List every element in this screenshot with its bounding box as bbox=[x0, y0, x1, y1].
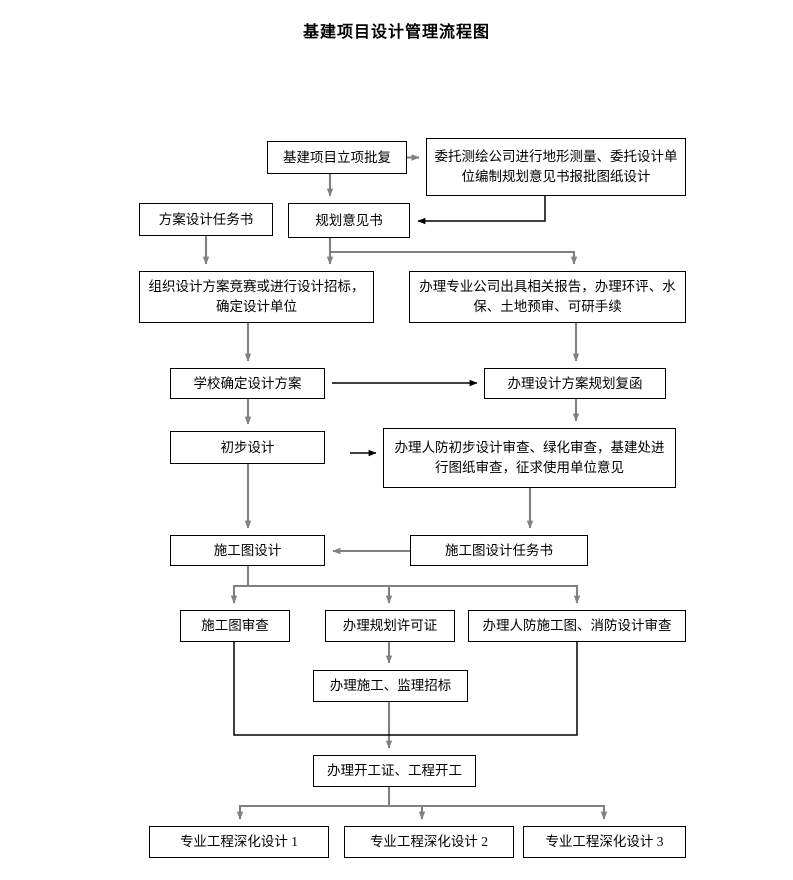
edge-n15-n17-merge bbox=[389, 642, 578, 736]
node-n14[interactable]: 办理规划许可证 bbox=[325, 610, 455, 642]
node-label: 施工图设计 bbox=[213, 542, 282, 558]
node-label: 办理专业公司出具相关报告，办理环评、水保、土地预审、可研手续 bbox=[419, 279, 676, 314]
node-label: 办理设计方案规划复函 bbox=[507, 375, 643, 391]
edge-n17-n18 bbox=[236, 787, 391, 820]
node-n15[interactable]: 办理人防施工图、消防设计审查 bbox=[468, 610, 686, 642]
node-label: 办理开工证、工程开工 bbox=[327, 763, 462, 779]
node-n1[interactable]: 基建项目立项批复 bbox=[267, 141, 407, 174]
edge-n11-n14 bbox=[248, 584, 393, 604]
node-n7[interactable]: 学校确定设计方案 bbox=[170, 368, 325, 399]
node-n18[interactable]: 专业工程深化设计 1 bbox=[149, 826, 329, 858]
edge-n17-n20 bbox=[389, 804, 608, 820]
node-label: 施工图设计任务书 bbox=[445, 542, 553, 558]
node-n9[interactable]: 初步设计 bbox=[170, 431, 325, 464]
edge-n2-n4 bbox=[417, 196, 546, 225]
node-n10[interactable]: 办理人防初步设计审查、绿化审查，基建处进行图纸审查，征求使用单位意见 bbox=[383, 428, 676, 488]
edge-n11-n15 bbox=[248, 584, 581, 604]
node-label: 办理人防初步设计审查、绿化审查，基建处进行图纸审查，征求使用单位意见 bbox=[394, 440, 665, 475]
node-label: 学校确定设计方案 bbox=[193, 375, 302, 391]
node-n19[interactable]: 专业工程深化设计 2 bbox=[344, 826, 514, 858]
node-n4[interactable]: 规划意见书 bbox=[288, 203, 410, 238]
node-label: 办理人防施工图、消防设计审查 bbox=[482, 618, 672, 634]
node-n11[interactable]: 施工图设计 bbox=[170, 535, 325, 566]
edge-n13-n17-merge bbox=[233, 642, 389, 736]
node-label: 初步设计 bbox=[220, 439, 275, 455]
node-label: 委托测绘公司进行地形测量、委托设计单位编制规划意见书报批图纸设计 bbox=[434, 149, 678, 184]
edge-n4-n6 bbox=[330, 250, 578, 265]
node-label: 组织设计方案竞赛或进行设计招标，确定设计单位 bbox=[148, 279, 365, 314]
node-n5[interactable]: 组织设计方案竞赛或进行设计招标，确定设计单位 bbox=[139, 271, 374, 323]
edge-n17-n19 bbox=[389, 804, 426, 820]
node-n6[interactable]: 办理专业公司出具相关报告，办理环评、水保、土地预审、可研手续 bbox=[409, 271, 686, 323]
node-label: 专业工程深化设计 1 bbox=[179, 834, 299, 850]
node-label: 方案设计任务书 bbox=[158, 211, 254, 227]
node-n16[interactable]: 办理施工、监理招标 bbox=[313, 670, 468, 702]
edge-n11-n13 bbox=[230, 566, 250, 604]
node-label: 施工图审查 bbox=[201, 618, 269, 634]
node-label: 专业工程深化设计 3 bbox=[545, 834, 664, 850]
node-n13[interactable]: 施工图审查 bbox=[180, 610, 290, 642]
node-label: 基建项目立项批复 bbox=[283, 149, 391, 165]
node-n20[interactable]: 专业工程深化设计 3 bbox=[523, 826, 686, 858]
node-n17[interactable]: 办理开工证、工程开工 bbox=[313, 755, 476, 787]
node-label: 办理规划许可证 bbox=[342, 618, 438, 634]
node-n2[interactable]: 委托测绘公司进行地形测量、委托设计单位编制规划意见书报批图纸设计 bbox=[426, 138, 686, 196]
node-n3[interactable]: 方案设计任务书 bbox=[139, 203, 273, 236]
node-label: 规划意见书 bbox=[315, 212, 383, 228]
node-n12[interactable]: 施工图设计任务书 bbox=[410, 535, 588, 566]
node-n8[interactable]: 办理设计方案规划复函 bbox=[484, 368, 666, 399]
node-label: 专业工程深化设计 2 bbox=[369, 834, 489, 850]
page-title: 基建项目设计管理流程图 bbox=[302, 24, 490, 41]
node-label: 办理施工、监理招标 bbox=[329, 678, 452, 694]
